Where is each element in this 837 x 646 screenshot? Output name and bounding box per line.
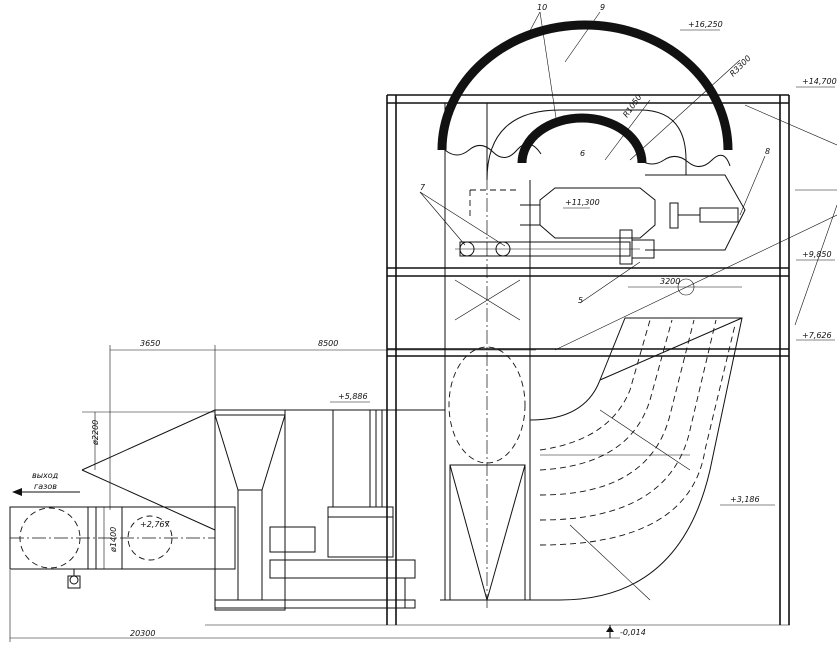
level-markers	[12, 11, 837, 506]
callout-8: 8	[765, 147, 770, 156]
dim-8500: 8500	[318, 339, 338, 348]
dimension-lines	[9, 278, 790, 642]
callout-6: 6	[580, 149, 585, 158]
upper-bend	[437, 20, 733, 181]
callout-9: 9	[600, 3, 605, 12]
level-9850: +9,850	[802, 250, 832, 259]
dim-20300: 20300	[130, 629, 155, 638]
level-5886: +5,886	[338, 392, 368, 401]
callout-10: 10	[537, 3, 547, 12]
callout-5: 5	[578, 296, 583, 305]
support-frame	[386, 94, 790, 625]
inlet-duct	[440, 103, 535, 610]
radius-1050: R1050	[621, 93, 643, 119]
callout-labels: 5 6 7 8 9 10	[420, 3, 770, 305]
dim-diam-1400: ø1400	[109, 527, 118, 553]
level-minus-0014: -0,014	[620, 628, 646, 637]
dimension-labels: 3650 8500 20300 3200 ø2200 ø1400 R3300 R…	[91, 54, 753, 638]
dim-3200: 3200	[660, 277, 680, 286]
equipment-8	[645, 174, 746, 251]
radius-3300: R3300	[728, 54, 753, 79]
level-labels: +16,250 +14,700 +9,850 +7,626 +5,886 +11…	[140, 20, 837, 637]
lower-elbow	[529, 317, 743, 601]
exit-label-line2: газов	[34, 482, 57, 491]
level-2767: +2,767	[140, 520, 171, 529]
horizontal-duct	[9, 409, 445, 611]
exit-label: выход газов	[32, 471, 59, 491]
pipe-7	[455, 229, 655, 265]
dim-diam-2200: ø2200	[91, 420, 100, 446]
level-16250: +16,250	[688, 20, 723, 29]
level-11300: +11,300	[565, 198, 600, 207]
equipment-6	[469, 187, 656, 239]
level-7626: +7,626	[802, 331, 832, 340]
level-3186: +3,186	[730, 495, 760, 504]
exit-label-line1: выход	[32, 471, 59, 480]
dim-3650: 3650	[140, 339, 160, 348]
callout-7: 7	[420, 183, 426, 192]
level-14700: +14,700	[802, 77, 837, 86]
